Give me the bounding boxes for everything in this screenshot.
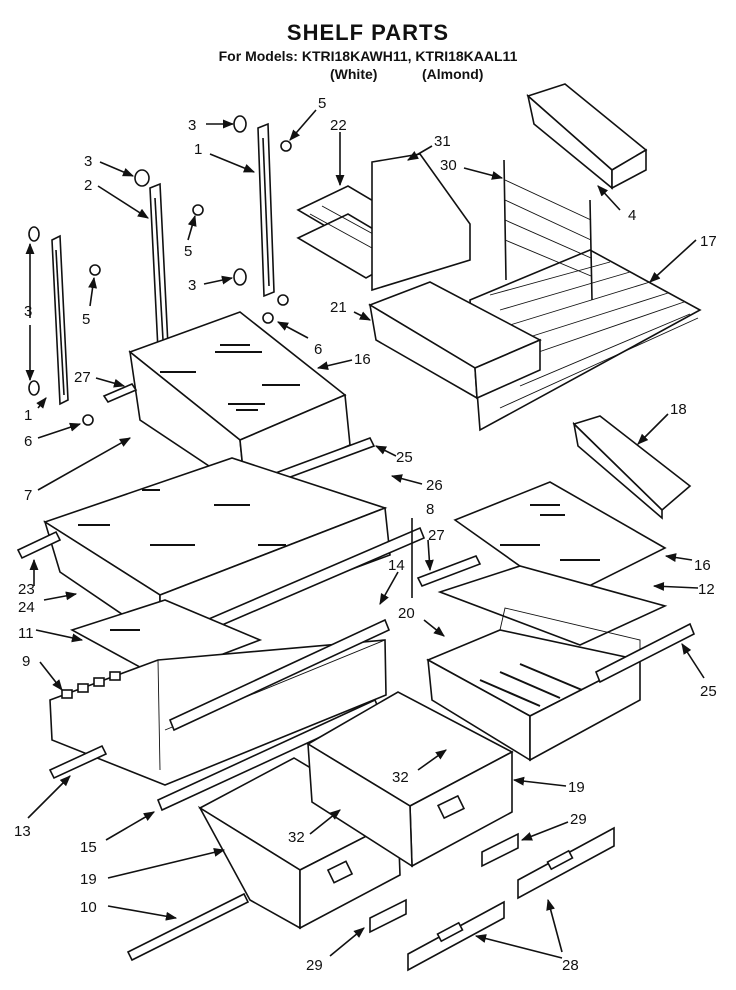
drawer-19-back [306, 691, 514, 868]
callout-1: 1 [194, 141, 202, 158]
trim-28-upper [517, 826, 615, 900]
callout-13: 13 [14, 823, 31, 840]
callout-12: 12 [698, 581, 715, 598]
callout-3: 3 [188, 277, 196, 294]
callout-29: 29 [570, 811, 587, 828]
screw-parts [82, 140, 292, 426]
callout-27: 27 [428, 527, 445, 544]
door-bin-4 [526, 83, 648, 190]
rail-13 [48, 744, 108, 780]
callout-2: 2 [84, 177, 92, 194]
callout-3: 3 [188, 117, 196, 134]
callout-30: 30 [440, 157, 457, 174]
callout-29: 29 [306, 957, 323, 974]
callout-32: 32 [288, 829, 305, 846]
callout-3: 3 [84, 153, 92, 170]
callout-3: 3 [24, 303, 32, 320]
variant-white: (White) [330, 66, 378, 82]
callout-19: 19 [568, 779, 585, 796]
leader-lines [25, 109, 705, 959]
callout-20: 20 [398, 605, 415, 622]
cover-panel-31 [371, 153, 471, 292]
rail-left-2 [149, 182, 169, 352]
meat-pan-21 [368, 281, 542, 400]
callout-21: 21 [330, 299, 347, 316]
clip-29-upper [481, 832, 519, 868]
callout-25: 25 [700, 683, 717, 700]
callout-10: 10 [80, 899, 97, 916]
callout-26: 26 [426, 477, 443, 494]
callout-11: 11 [18, 625, 34, 642]
callout-18: 18 [670, 401, 687, 418]
callout-28: 28 [562, 957, 579, 974]
models-line: For Models: KTRI18KAWH11, KTRI18KAAL11 [218, 48, 518, 64]
shelf-frame-12 [437, 565, 668, 646]
callout-5: 5 [318, 95, 326, 112]
rail-left-3 [257, 122, 275, 298]
glass-shelf-upper [128, 311, 351, 492]
callout-24: 24 [18, 599, 35, 616]
clip-parts [28, 115, 247, 396]
callout-16: 16 [694, 557, 711, 574]
callout-31: 31 [434, 133, 451, 150]
rail-left-1 [51, 234, 69, 406]
drawer-19-front [197, 757, 401, 930]
callout-19: 19 [80, 871, 97, 888]
callout-14: 14 [388, 557, 405, 574]
callout-17: 17 [700, 233, 717, 250]
glass-shelf-large [43, 457, 391, 642]
callout-15: 15 [80, 839, 97, 856]
callout-labels: 3 5 22 31 1 3 30 2 5 4 17 3 3 21 5 6 16 … [14, 95, 717, 974]
rail-14 [168, 618, 391, 732]
callout-5: 5 [184, 243, 192, 260]
crisper-frame-9 [49, 639, 387, 786]
variant-almond: (Almond) [422, 66, 484, 82]
shelf-rod-23 [16, 530, 62, 560]
callout-25: 25 [396, 449, 413, 466]
wire-rack-30 [503, 159, 593, 301]
clip-29-lower [369, 898, 407, 934]
shelf-rod-27-right [416, 554, 482, 588]
callout-27: 27 [74, 369, 91, 386]
callout-22: 22 [330, 117, 347, 134]
callout-5: 5 [82, 311, 90, 328]
shelf-rod-27-upper [102, 383, 138, 403]
callout-1: 1 [24, 407, 32, 424]
page-title: SHELF PARTS [286, 20, 450, 45]
callout-8: 8 [426, 501, 434, 518]
rail-25-right [594, 622, 696, 684]
callout-23: 23 [18, 581, 35, 598]
bracket-18 [572, 415, 692, 520]
trim-28-lower [407, 900, 505, 972]
callout-9: 9 [22, 653, 30, 670]
callout-32: 32 [392, 769, 409, 786]
callout-7: 7 [24, 487, 32, 504]
glass-insert-11 [69, 599, 263, 679]
callout-16: 16 [354, 351, 371, 368]
callout-6: 6 [314, 341, 322, 358]
rail-10 [126, 892, 250, 962]
callout-4: 4 [628, 207, 636, 224]
callout-6: 6 [24, 433, 32, 450]
